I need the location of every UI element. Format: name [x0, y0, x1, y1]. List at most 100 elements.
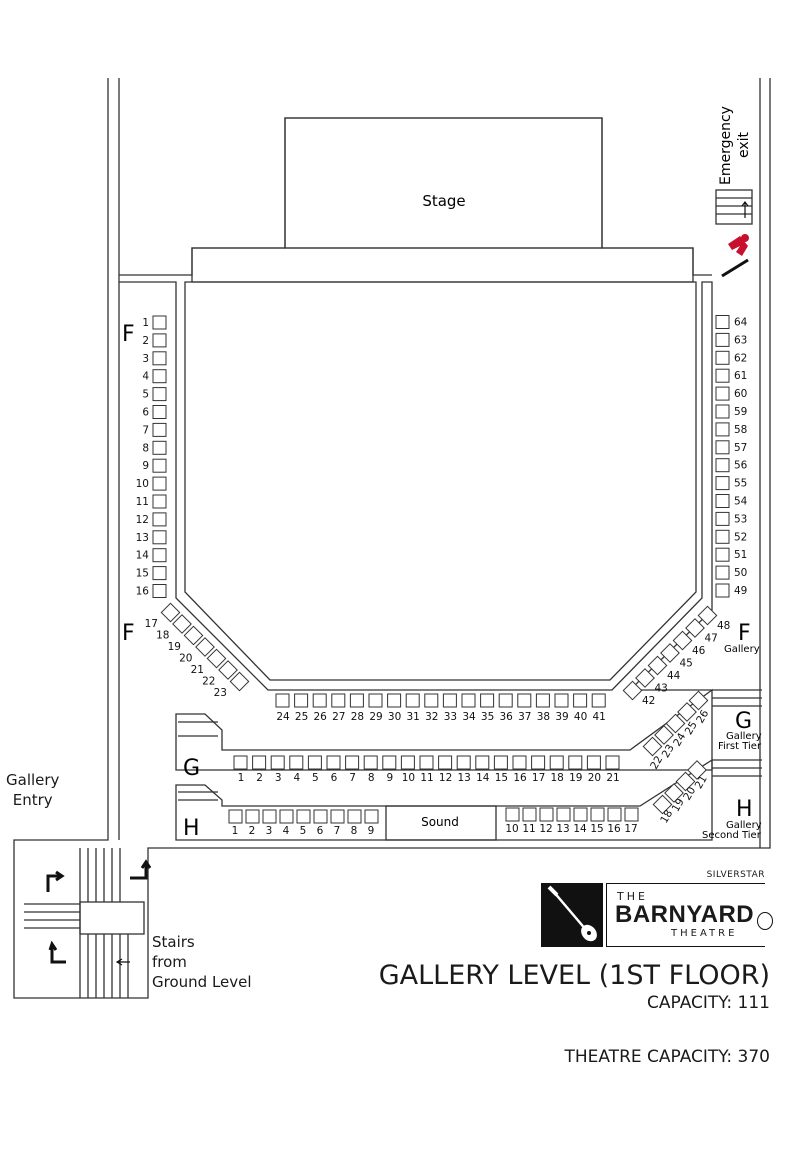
seat[interactable] [715, 547, 730, 562]
seat[interactable] [652, 794, 673, 815]
seat[interactable] [400, 755, 415, 770]
seat[interactable] [160, 602, 181, 623]
seat[interactable] [715, 422, 730, 437]
seat[interactable] [531, 755, 546, 770]
seat[interactable] [442, 693, 457, 708]
seat[interactable] [229, 671, 250, 692]
seat[interactable] [270, 755, 285, 770]
seat[interactable] [218, 660, 238, 680]
seat[interactable] [307, 755, 322, 770]
seat[interactable] [262, 809, 277, 824]
seat[interactable] [622, 680, 643, 701]
seat[interactable] [345, 755, 360, 770]
seat[interactable] [152, 458, 167, 473]
seat[interactable] [715, 440, 730, 455]
seat[interactable] [233, 755, 248, 770]
seat[interactable] [586, 755, 601, 770]
seat[interactable] [672, 630, 693, 651]
seat[interactable] [715, 404, 730, 419]
seat[interactable] [590, 807, 605, 822]
seat[interactable] [715, 565, 730, 580]
seat[interactable] [152, 476, 167, 491]
seat[interactable] [715, 494, 730, 508]
seat[interactable] [568, 755, 583, 770]
seat[interactable] [687, 760, 707, 780]
seat[interactable] [228, 809, 243, 824]
seat[interactable] [152, 422, 167, 437]
seat[interactable] [573, 807, 588, 822]
seat[interactable] [539, 807, 554, 822]
seat[interactable] [715, 476, 730, 491]
seat[interactable] [289, 755, 304, 770]
seat[interactable] [152, 530, 167, 545]
seat[interactable] [456, 755, 471, 770]
seat[interactable] [715, 350, 730, 365]
seat[interactable] [387, 693, 402, 708]
seat[interactable] [152, 512, 167, 527]
seat[interactable] [635, 668, 655, 688]
seat[interactable] [330, 809, 345, 824]
seat[interactable] [522, 807, 537, 822]
seat[interactable] [715, 583, 730, 598]
seat[interactable] [294, 693, 309, 708]
seat[interactable] [152, 369, 167, 384]
seat[interactable] [152, 315, 167, 330]
seat[interactable] [664, 783, 684, 803]
seat[interactable] [715, 315, 730, 329]
seat[interactable] [331, 693, 346, 708]
seat[interactable] [296, 809, 311, 824]
seat[interactable] [642, 736, 663, 757]
seat[interactable] [326, 755, 341, 770]
seat[interactable] [685, 618, 705, 638]
seat[interactable] [715, 332, 730, 347]
seat[interactable] [152, 494, 167, 509]
seat[interactable] [605, 755, 620, 770]
seat[interactable] [279, 809, 294, 824]
seat[interactable] [607, 807, 622, 822]
seat[interactable] [152, 333, 167, 348]
seat[interactable] [275, 693, 290, 708]
seat[interactable] [493, 755, 508, 770]
seat[interactable] [480, 693, 495, 708]
seat[interactable] [512, 755, 527, 770]
seat[interactable] [554, 693, 569, 708]
seat[interactable] [152, 584, 167, 598]
seat[interactable] [549, 755, 564, 770]
seat[interactable] [206, 648, 227, 669]
seat[interactable] [715, 529, 730, 544]
seat[interactable] [591, 693, 606, 708]
seat[interactable] [665, 713, 686, 734]
seat[interactable] [647, 655, 668, 676]
seat[interactable] [363, 755, 378, 770]
seat[interactable] [195, 637, 215, 657]
seat[interactable] [505, 807, 520, 822]
seat[interactable] [715, 368, 730, 383]
seat[interactable] [556, 807, 571, 822]
seat[interactable] [677, 702, 697, 722]
seat[interactable] [313, 809, 328, 824]
seat[interactable] [405, 693, 420, 708]
seat[interactable] [245, 809, 260, 824]
seat[interactable] [535, 693, 550, 708]
seat[interactable] [697, 605, 718, 626]
seat[interactable] [349, 693, 364, 708]
seat[interactable] [461, 693, 476, 708]
seat[interactable] [675, 771, 696, 792]
seat[interactable] [172, 614, 192, 634]
seat[interactable] [438, 755, 453, 770]
seat[interactable] [624, 807, 639, 822]
seat[interactable] [347, 809, 362, 824]
seat[interactable] [498, 693, 513, 708]
seat[interactable] [715, 511, 730, 526]
seat[interactable] [660, 643, 680, 663]
seat[interactable] [252, 755, 267, 770]
seat[interactable] [715, 386, 730, 401]
seat[interactable] [152, 387, 167, 402]
seat[interactable] [364, 809, 379, 824]
seat[interactable] [152, 548, 167, 563]
seat[interactable] [152, 405, 167, 419]
seat[interactable] [688, 690, 709, 711]
seat[interactable] [654, 725, 674, 745]
seat[interactable] [152, 566, 167, 581]
seat[interactable] [382, 755, 397, 770]
